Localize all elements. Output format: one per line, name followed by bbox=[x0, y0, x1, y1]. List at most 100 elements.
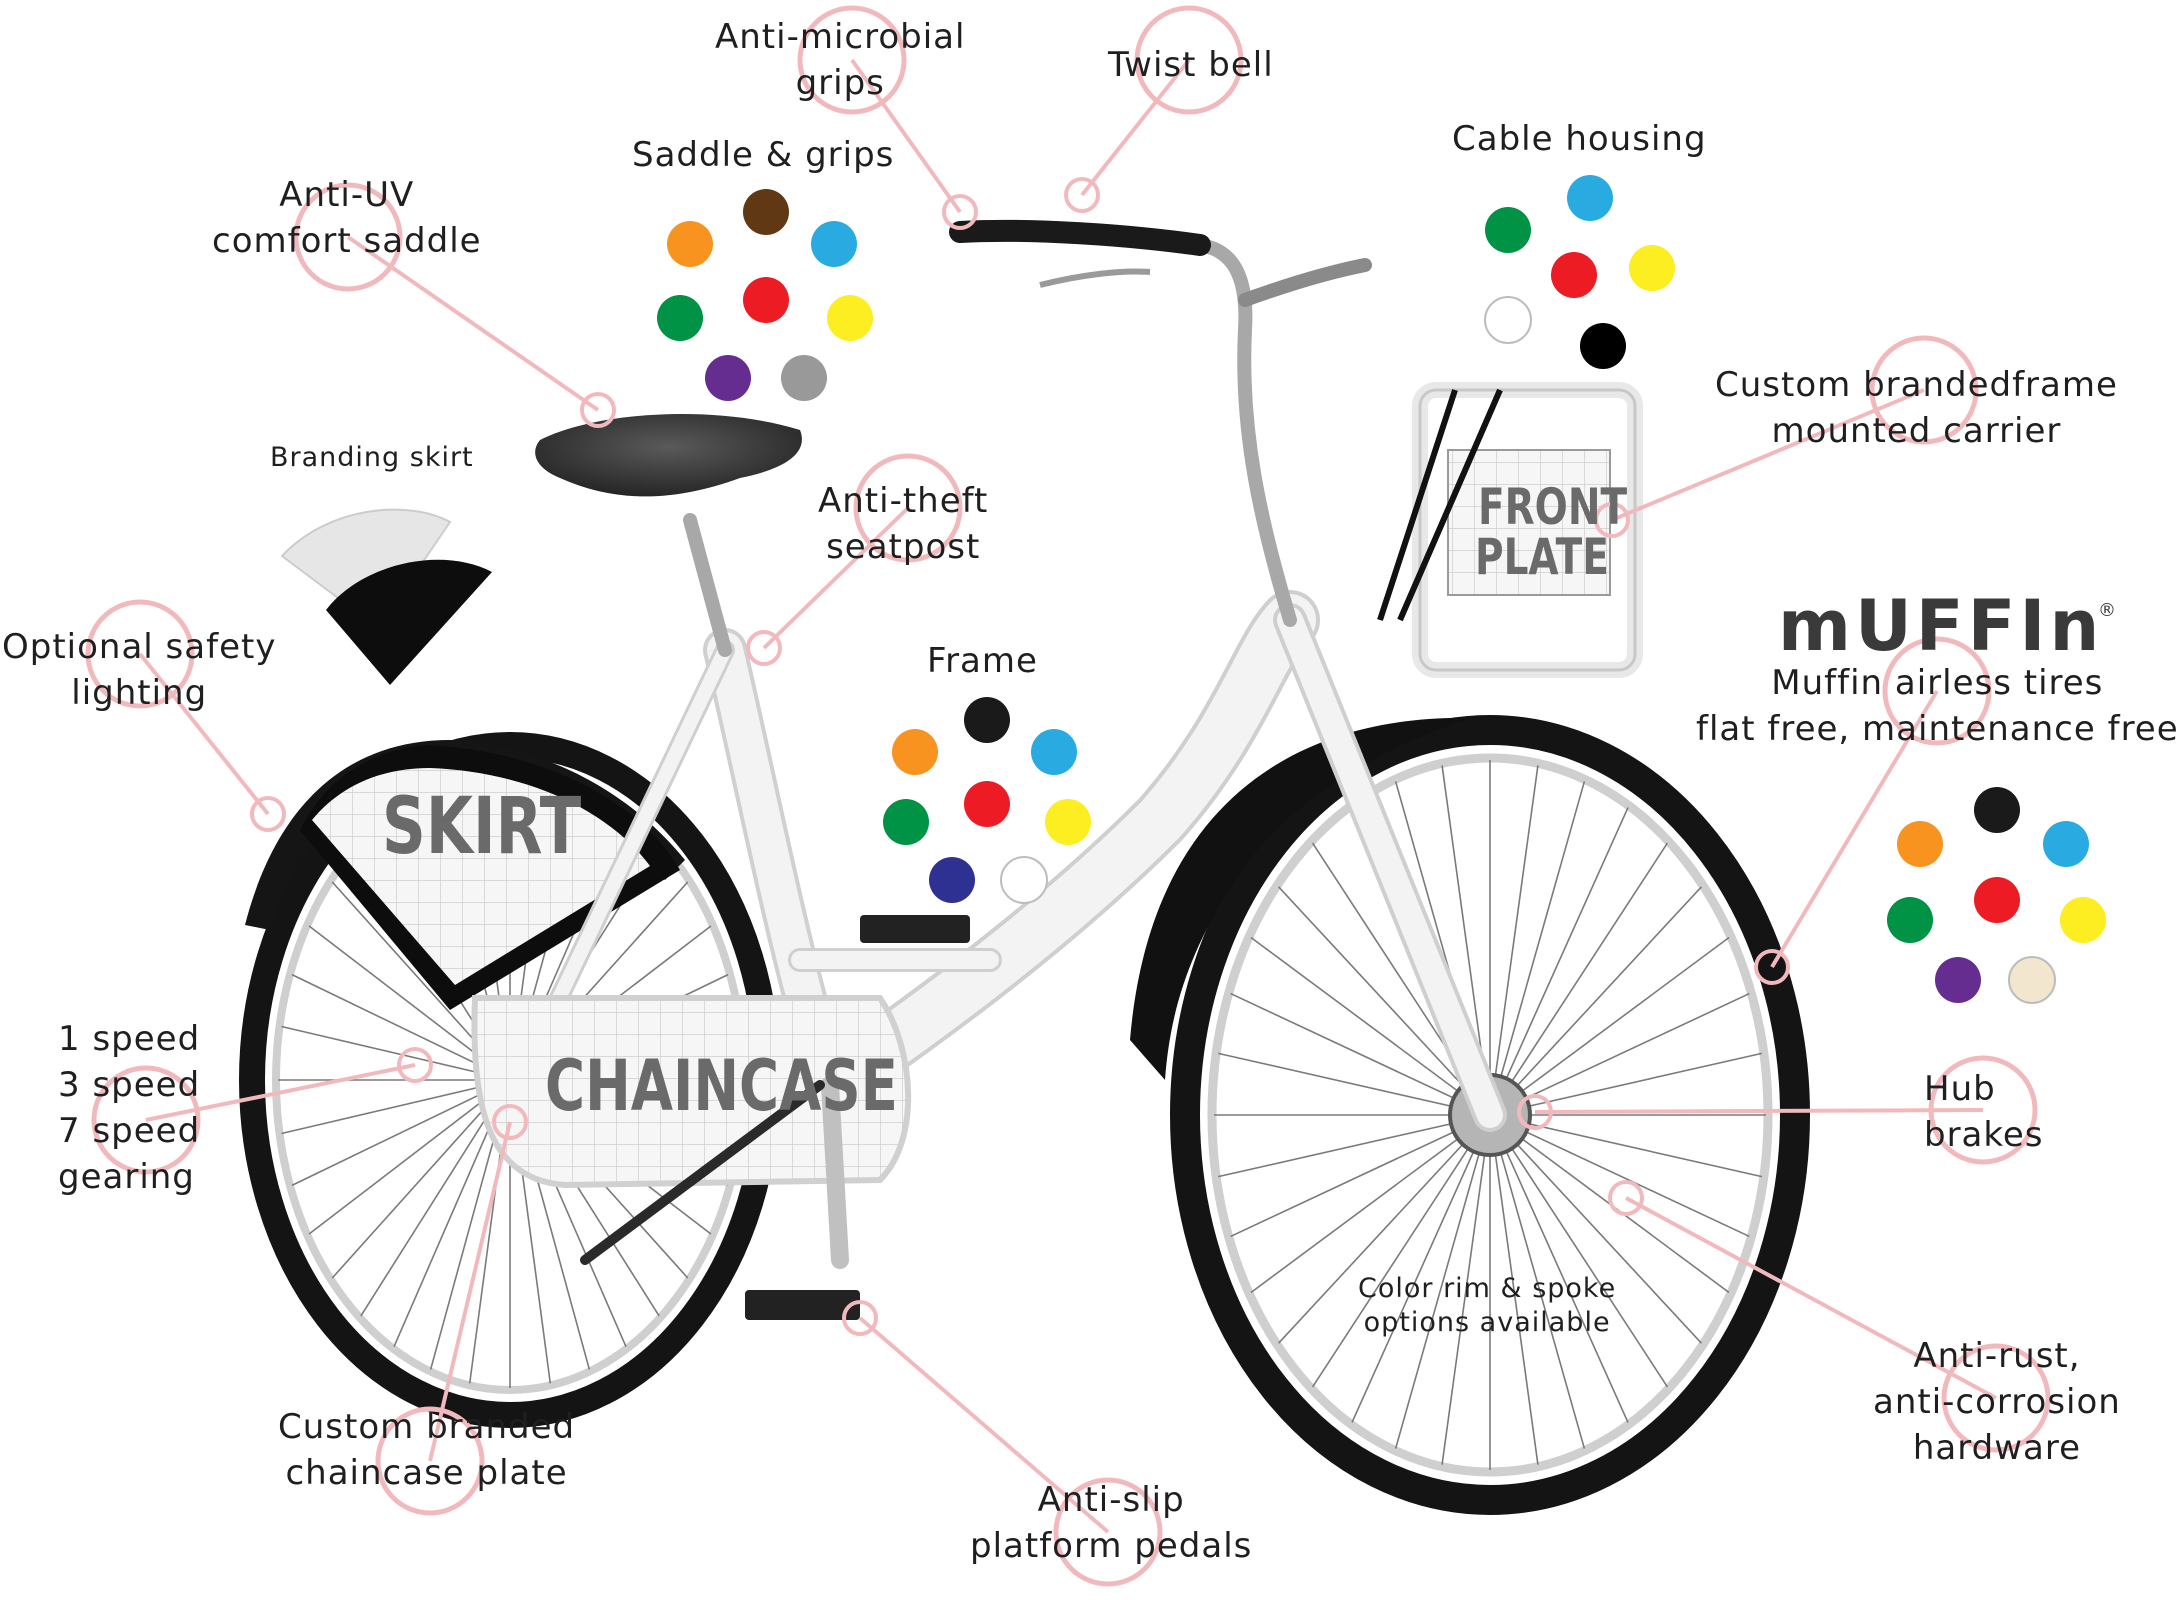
swatch-tires bbox=[1974, 787, 2020, 833]
spoke bbox=[1489, 1052, 1762, 1116]
bike-illustration bbox=[239, 219, 1810, 1515]
callout-line bbox=[850, 58, 962, 214]
swatch-saddle-grips bbox=[667, 221, 713, 267]
handlebar-grip bbox=[949, 219, 1211, 256]
callout-ring bbox=[797, 5, 907, 115]
callout-ring bbox=[91, 1065, 201, 1175]
swatch-frame bbox=[929, 857, 975, 903]
swatch-saddle-grips bbox=[781, 355, 827, 401]
callout-dot bbox=[397, 1047, 433, 1083]
label-saddle-grips: Saddle & grips bbox=[632, 135, 895, 175]
spoke bbox=[1489, 1114, 1629, 1423]
crank-arm bbox=[821, 1076, 849, 1269]
swatch-frame bbox=[964, 781, 1010, 827]
swatch-frame bbox=[892, 729, 938, 775]
callout-dot bbox=[492, 1104, 528, 1140]
label-hub-brakes: Hub brakes bbox=[1924, 1069, 2044, 1155]
spoke bbox=[1351, 1114, 1491, 1423]
front-basket bbox=[1377, 382, 1643, 678]
label-twist-bell: Twist bell bbox=[1108, 45, 1274, 85]
spoke bbox=[1230, 1114, 1491, 1238]
swatch-tires bbox=[1935, 957, 1981, 1003]
spoke bbox=[1489, 781, 1586, 1116]
spoke bbox=[331, 1079, 511, 1279]
spoke bbox=[1489, 1114, 1762, 1178]
callout-ring bbox=[1134, 5, 1244, 115]
skirt-panel bbox=[312, 768, 650, 985]
handlebar-stem bbox=[1193, 238, 1297, 627]
label-branding-skirt: Branding skirt bbox=[270, 442, 474, 473]
callout-ring bbox=[375, 1406, 485, 1516]
pedal-front bbox=[745, 1290, 860, 1320]
callout-dot bbox=[1754, 949, 1790, 985]
spoke bbox=[281, 1025, 511, 1081]
pedal-rear bbox=[860, 915, 970, 943]
callout-line bbox=[1534, 1108, 1984, 1114]
callout-dot bbox=[1517, 1094, 1553, 1130]
swatch-frame bbox=[1031, 729, 1077, 775]
swatch-saddle-grips bbox=[743, 277, 789, 323]
spoke bbox=[1250, 936, 1491, 1116]
spoke bbox=[1489, 765, 1539, 1116]
label-anti-microbial-grips: Anti-microbial grips bbox=[715, 17, 966, 103]
spoke bbox=[1489, 807, 1629, 1116]
spoke bbox=[1218, 1114, 1491, 1178]
swatch-frame bbox=[883, 799, 929, 845]
label-gearing: 1 speed 3 speed 7 speed gearing bbox=[58, 1019, 201, 1197]
spoke bbox=[1489, 886, 1703, 1116]
label-anti-rust: Anti-rust, anti-corrosion hardware bbox=[1873, 1336, 2121, 1468]
swatch-frame bbox=[1045, 799, 1091, 845]
label-color-rim: Color rim & spoke options available bbox=[1358, 1273, 1617, 1338]
callout-line bbox=[428, 1121, 512, 1462]
spoke bbox=[1277, 1114, 1491, 1344]
swatch-cable-housing bbox=[1629, 245, 1675, 291]
label-cable-housing: Cable housing bbox=[1452, 119, 1707, 159]
callout-dot bbox=[746, 630, 782, 666]
callout-ring bbox=[1869, 335, 1979, 445]
swatch-tires bbox=[1887, 897, 1933, 943]
chaincase bbox=[471, 995, 912, 1189]
front-plate-text-line2: PLATE bbox=[1475, 528, 1609, 586]
callout-dot bbox=[250, 796, 286, 832]
swatch-frame bbox=[964, 697, 1010, 743]
branding-skirt-graphic bbox=[280, 508, 492, 685]
callout-ring bbox=[293, 182, 403, 292]
color-swatches bbox=[657, 175, 2106, 1004]
swatch-saddle-grips bbox=[827, 295, 873, 341]
label-optional-lighting: Optional safety lighting bbox=[2, 627, 277, 713]
label-anti-theft-seatpost: Anti-theft seatpost bbox=[818, 481, 989, 567]
spoke bbox=[1218, 1052, 1491, 1116]
spoke bbox=[1230, 992, 1491, 1116]
spoke bbox=[1489, 842, 1669, 1116]
spoke bbox=[1489, 1114, 1750, 1238]
chaincase-plate-text: CHAINCASE bbox=[545, 1045, 898, 1127]
swatch-cable-housing bbox=[1484, 296, 1532, 344]
spoke bbox=[1311, 1114, 1491, 1388]
spoke bbox=[291, 1079, 511, 1187]
swatch-saddle-grips bbox=[705, 355, 751, 401]
spoke bbox=[1489, 1114, 1703, 1344]
saddle bbox=[535, 413, 802, 497]
skirt-plate-text: SKIRT bbox=[382, 782, 582, 872]
callout-line bbox=[1611, 388, 1925, 522]
spoke bbox=[1489, 1114, 1586, 1449]
handlebar-right bbox=[1238, 258, 1372, 307]
label-anti-uv-saddle: Anti-UV comfort saddle bbox=[212, 175, 482, 261]
seatpost bbox=[683, 513, 732, 657]
swatch-frame bbox=[1000, 856, 1048, 904]
spoke bbox=[1489, 1114, 1669, 1388]
brake-lever bbox=[1039, 268, 1151, 288]
swatch-tires bbox=[1974, 877, 2020, 923]
callout-line bbox=[138, 652, 270, 816]
swatch-cable-housing bbox=[1567, 175, 1613, 221]
registered-mark: ® bbox=[2098, 600, 2116, 621]
label-frame: Frame bbox=[927, 641, 1038, 681]
callout-dot bbox=[1594, 502, 1630, 538]
label-anti-slip-pedals: Anti-slip platform pedals bbox=[970, 1480, 1253, 1566]
callout-line bbox=[762, 506, 910, 650]
callout-ring bbox=[1882, 636, 1992, 746]
callout-dot bbox=[842, 1300, 878, 1336]
callout-dot bbox=[580, 392, 616, 428]
callout-ring bbox=[853, 453, 963, 563]
